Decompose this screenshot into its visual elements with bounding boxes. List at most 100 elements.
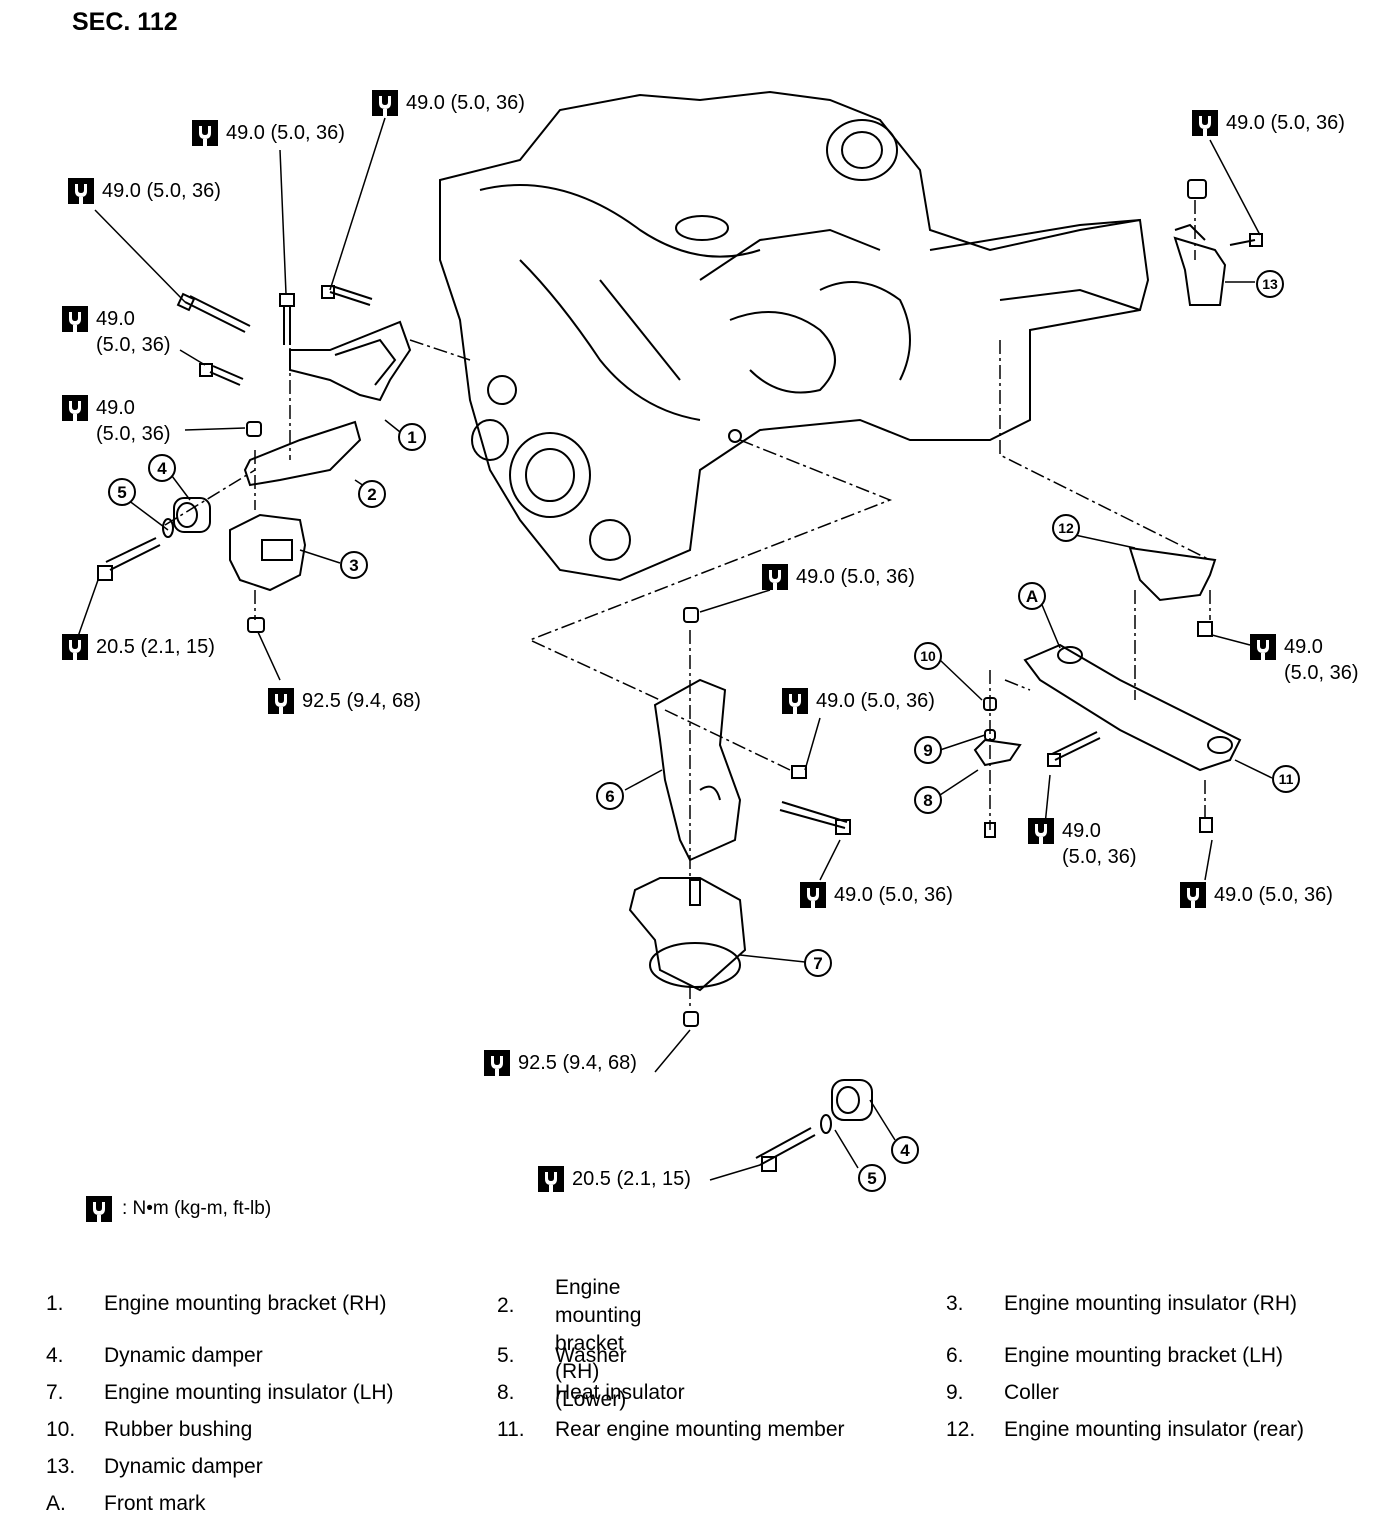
part-number: 8.: [497, 1381, 515, 1404]
torque-value: 49.0 (5.0, 36): [226, 122, 345, 144]
part-name: Engine mounting insulator (RH): [1004, 1292, 1297, 1315]
callout-7: 7: [804, 949, 832, 977]
part-name: Dynamic damper: [104, 1344, 263, 1367]
callout-8: 8: [914, 786, 942, 814]
torque-wrench-icon: [62, 395, 88, 421]
callout-6: 6: [596, 782, 624, 810]
torque-wrench-icon: [192, 120, 218, 146]
leader-lines: [74, 117, 1273, 1181]
callout-front-mark: A: [1018, 582, 1046, 610]
callout-11: 11: [1272, 765, 1300, 793]
torque-wrench-icon: [484, 1050, 510, 1076]
torque-label: 49.0 (5.0, 36): [1192, 110, 1345, 136]
fasteners: [97, 179, 1263, 1172]
part-name: Engine mounting bracket (RH): [104, 1292, 387, 1315]
torque-wrench-icon: [68, 178, 94, 204]
torque-label: 49.0 (5.0, 36): [62, 395, 170, 447]
unit-legend: : N•m (kg-m, ft-lb): [86, 1196, 271, 1222]
engine-assembly: [439, 90, 1150, 582]
torque-value: 49.0 (5.0, 36): [796, 566, 915, 588]
part-number: 5.: [497, 1344, 515, 1367]
torque-wrench-icon: [782, 688, 808, 714]
callout-4: 4: [148, 454, 176, 482]
torque-wrench-icon: [538, 1166, 564, 1192]
callout-10: 10: [914, 642, 942, 670]
torque-value: 49.0 (5.0, 36): [1062, 820, 1137, 868]
torque-label: 49.0 (5.0, 36): [1028, 818, 1136, 870]
torque-label: 49.0 (5.0, 36): [1250, 634, 1358, 686]
torque-wrench-icon: [1028, 818, 1054, 844]
torque-label: 49.0 (5.0, 36): [62, 306, 170, 358]
torque-label: 20.5 (2.1, 15): [538, 1166, 691, 1192]
part-number: 13.: [46, 1455, 76, 1478]
torque-value: 49.0 (5.0, 36): [1284, 636, 1359, 684]
torque-label: 49.0 (5.0, 36): [762, 564, 915, 590]
callout-4: 4: [891, 1136, 919, 1164]
part-name: Rubber bushing: [104, 1418, 253, 1441]
section-title: SEC. 112: [72, 8, 178, 36]
callout-5: 5: [108, 478, 136, 506]
torque-value: 49.0 (5.0, 36): [1226, 112, 1345, 134]
torque-label: 49.0 (5.0, 36): [372, 90, 525, 116]
part-number: 7.: [46, 1381, 64, 1404]
torque-value: 20.5 (2.1, 15): [572, 1168, 691, 1190]
callout-9: 9: [914, 736, 942, 764]
part-name: Washer: [555, 1344, 627, 1367]
part-name: Rear engine mounting member: [555, 1418, 845, 1441]
part-number: 10.: [46, 1418, 76, 1441]
torque-label: 49.0 (5.0, 36): [68, 178, 221, 204]
torque-value: 92.5 (9.4, 68): [518, 1052, 637, 1074]
torque-value: 92.5 (9.4, 68): [302, 690, 421, 712]
part-name: Heat insulator: [555, 1381, 685, 1404]
torque-wrench-icon: [1180, 882, 1206, 908]
part-name: Front mark: [104, 1492, 206, 1515]
torque-value: 49.0 (5.0, 36): [96, 308, 171, 356]
part-name: Dynamic damper: [104, 1455, 263, 1478]
part-number: 11.: [497, 1418, 525, 1441]
part-number: 9.: [946, 1381, 964, 1404]
unit-legend-text: : N•m (kg-m, ft-lb): [122, 1198, 272, 1219]
callout-5: 5: [858, 1164, 886, 1192]
torque-value: 49.0 (5.0, 36): [406, 92, 525, 114]
torque-wrench-icon: [800, 882, 826, 908]
part-number: 2.: [497, 1294, 515, 1317]
torque-wrench-icon: [762, 564, 788, 590]
torque-wrench-icon: [62, 306, 88, 332]
callout-12: 12: [1052, 514, 1080, 542]
part-name: Engine mounting bracket (LH): [1004, 1344, 1283, 1367]
torque-wrench-icon: [62, 634, 88, 660]
torque-wrench-icon: [1250, 634, 1276, 660]
torque-wrench-icon: [1192, 110, 1218, 136]
callout-1: 1: [398, 423, 426, 451]
torque-label: 20.5 (2.1, 15): [62, 634, 215, 660]
torque-label: 49.0 (5.0, 36): [800, 882, 953, 908]
brackets: [229, 223, 1242, 992]
torque-label: 92.5 (9.4, 68): [484, 1050, 637, 1076]
callout-13: 13: [1256, 270, 1284, 298]
part-number: 4.: [46, 1344, 64, 1367]
torque-wrench-icon: [268, 688, 294, 714]
part-number: A.: [46, 1492, 66, 1515]
torque-label: 92.5 (9.4, 68): [268, 688, 421, 714]
part-name: Engine mounting bracket (RH) (Lower): [555, 1276, 642, 1411]
part-name: Coller: [1004, 1381, 1059, 1404]
part-number: 1.: [46, 1292, 64, 1315]
part-name: Engine mounting insulator (LH): [104, 1381, 394, 1404]
torque-label: 49.0 (5.0, 36): [782, 688, 935, 714]
torque-label: 49.0 (5.0, 36): [192, 120, 345, 146]
callout-3: 3: [340, 551, 368, 579]
torque-value: 20.5 (2.1, 15): [96, 636, 215, 658]
torque-wrench-icon: [372, 90, 398, 116]
torque-value: 49.0 (5.0, 36): [816, 690, 935, 712]
callout-2: 2: [358, 480, 386, 508]
part-number: 12.: [946, 1418, 976, 1441]
torque-value: 49.0 (5.0, 36): [96, 397, 171, 445]
part-number: 6.: [946, 1344, 964, 1367]
part-number: 3.: [946, 1292, 964, 1315]
part-name: Engine mounting insulator (rear): [1004, 1418, 1304, 1441]
torque-value: 49.0 (5.0, 36): [102, 180, 221, 202]
torque-value: 49.0 (5.0, 36): [1214, 884, 1333, 906]
torque-label: 49.0 (5.0, 36): [1180, 882, 1333, 908]
torque-value: 49.0 (5.0, 36): [834, 884, 953, 906]
engine-mount-diagram: [74, 90, 1273, 1181]
